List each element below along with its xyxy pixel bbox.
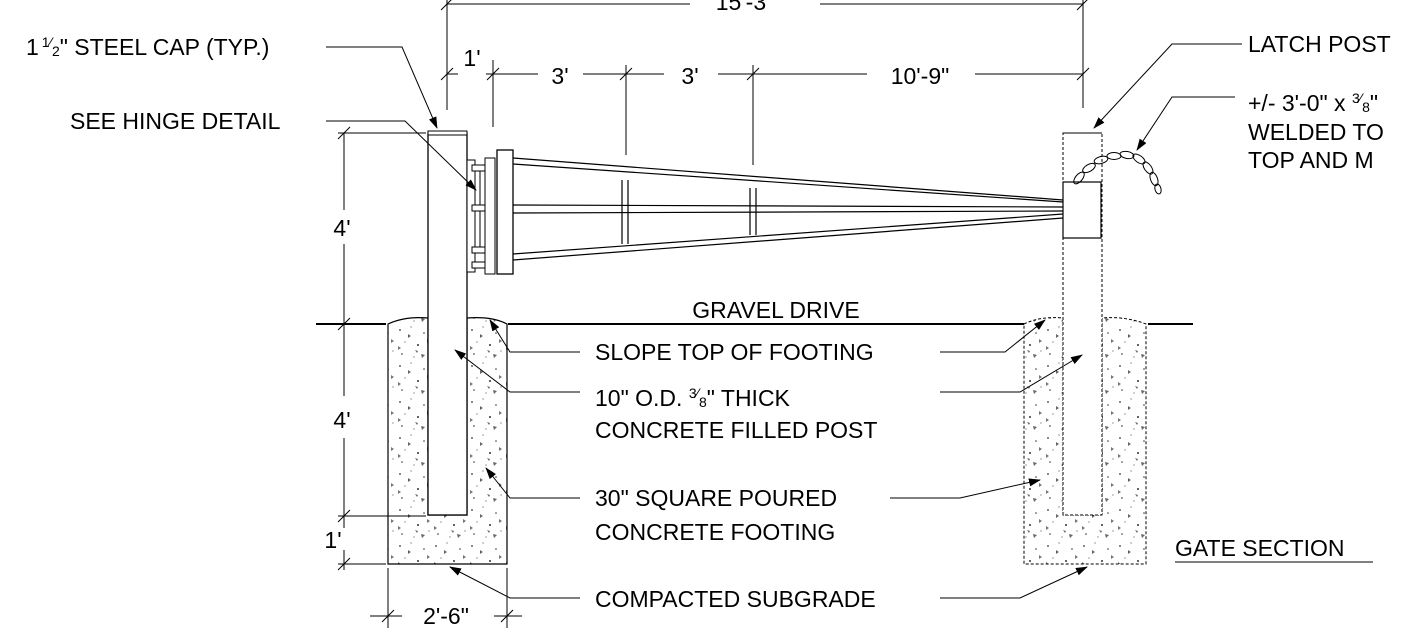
dim-footing-width: 2'-6" (423, 603, 469, 629)
dim-bottom: 1' (324, 527, 341, 553)
label-post-line1: 10" O.D. 3⁄8" THICK (595, 385, 791, 411)
dim-bay3: 10'-9" (891, 63, 950, 89)
label-chain-line1: +/- 3'-0" x 3⁄8" (1248, 90, 1378, 116)
hinge-hardware (466, 149, 514, 275)
label-footing-line2: CONCRETE FOOTING (595, 519, 835, 545)
dim-overall: 15'-3" (716, 0, 775, 15)
dim-cap: 1' (463, 45, 480, 71)
dim-bay2: 3' (681, 63, 698, 89)
label-slope: SLOPE TOP OF FOOTING (595, 339, 874, 365)
dim-bay1: 3' (551, 63, 568, 89)
hinge-post (427, 130, 468, 516)
leaders (326, 43, 1242, 599)
label-post-line2: CONCRETE FILLED POST (595, 417, 877, 443)
label-chain-line2: WELDED TO (1248, 119, 1384, 145)
label-hinge-detail: SEE HINGE DETAIL (70, 108, 281, 134)
label-chain-line3: TOP AND M (1248, 147, 1374, 173)
gate-frame (512, 157, 1064, 261)
label-gravel-drive: GRAVEL DRIVE (692, 297, 859, 323)
latch-post (1062, 132, 1103, 516)
label-subgrade: COMPACTED SUBGRADE (595, 586, 876, 612)
label-latch-post: LATCH POST (1248, 31, 1391, 57)
dim-above-grade: 4' (333, 215, 350, 241)
top-dimensions (440, 0, 1090, 165)
chain (1073, 150, 1162, 195)
bottom-dimension (370, 568, 522, 628)
dim-below-grade: 4' (333, 407, 350, 433)
label-footing-line1: 30" SQUARE POURED (595, 485, 837, 511)
section-title: GATE SECTION (1175, 535, 1345, 561)
left-dimensions (337, 126, 426, 571)
